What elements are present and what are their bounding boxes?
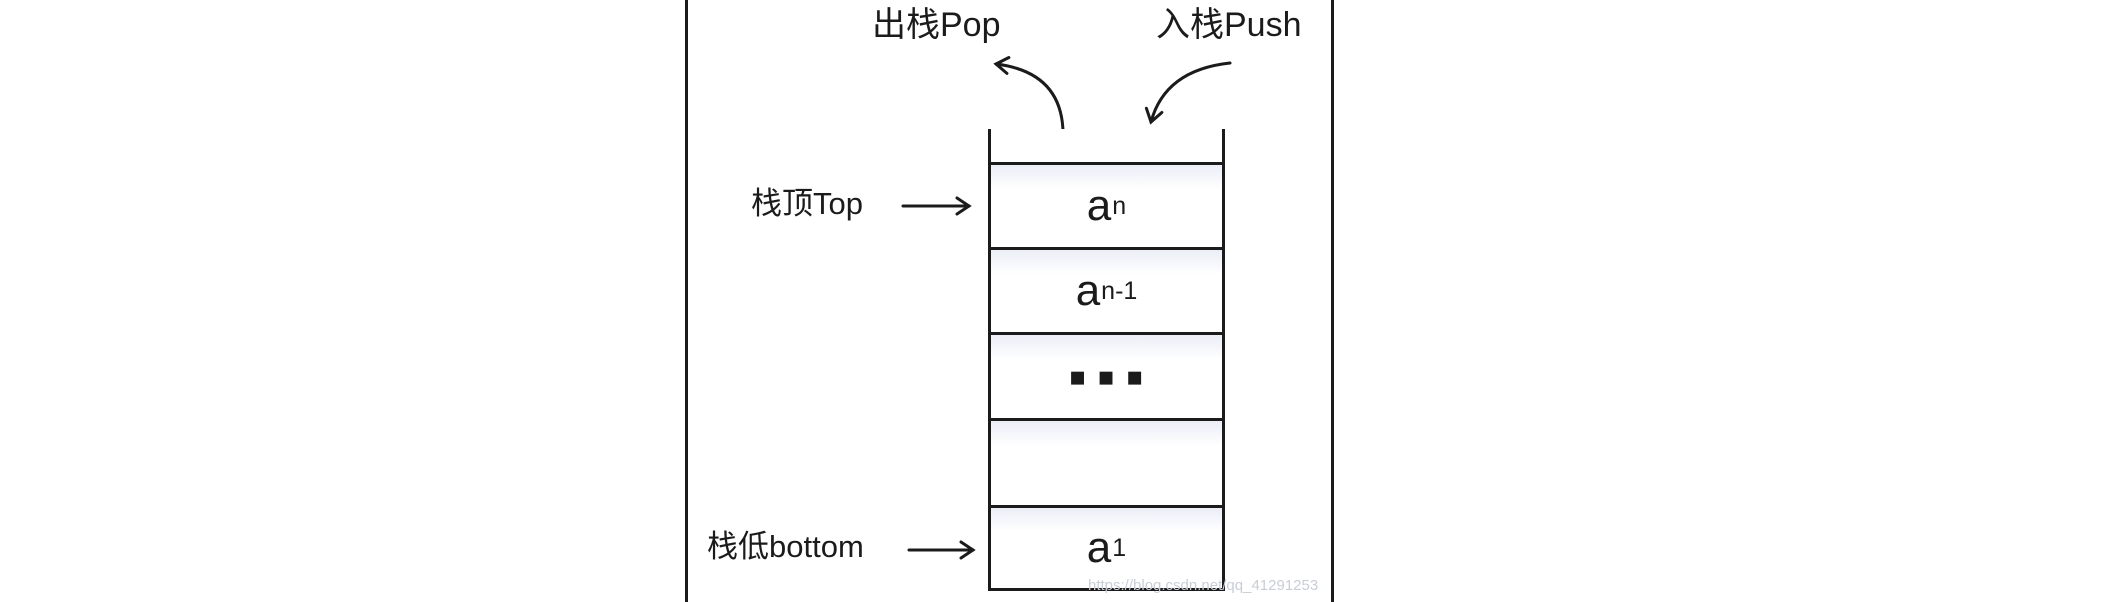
csdn-watermark: https://blog.csdn.net/qq_41291253 xyxy=(1088,577,1319,594)
cell-subscript: n xyxy=(1112,191,1127,220)
stack-bottom-label: 栈低bottom xyxy=(707,529,864,564)
cell-value: a xyxy=(1086,523,1112,572)
pop-curved-arrow xyxy=(993,56,1065,133)
outer-frame-left-line xyxy=(685,0,688,602)
stack-top-label: 栈顶Top xyxy=(751,186,863,221)
ellipsis-dots: ▪▪▪ xyxy=(1068,361,1155,392)
stack-open-mouth xyxy=(991,129,1222,162)
outer-frame-right-line xyxy=(1331,0,1334,602)
pop-label: 出栈Pop xyxy=(872,6,1001,44)
cell-subscript: n-1 xyxy=(1101,276,1138,305)
stack-cell-ellipsis: ▪▪▪ xyxy=(991,332,1222,418)
push-curved-arrow xyxy=(1144,61,1232,125)
cell-value: a xyxy=(1086,181,1112,230)
cell-subscript: 1 xyxy=(1112,533,1127,562)
cell-value: a xyxy=(1075,266,1101,315)
stack-cell-empty xyxy=(991,418,1222,505)
push-label: 入栈Push xyxy=(1156,6,1302,44)
